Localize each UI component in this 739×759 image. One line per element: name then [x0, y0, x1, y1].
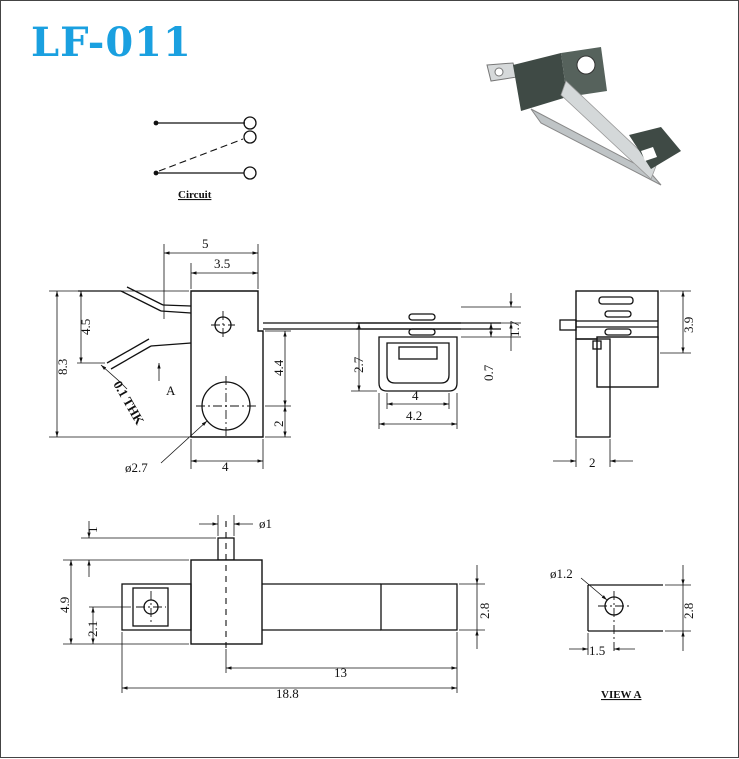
middle-view — [356, 313, 501, 392]
side-view-dimensions — [553, 290, 691, 467]
dim-2-7: 2.7 — [351, 356, 366, 373]
circuit-symbol — [153, 116, 257, 180]
dim-phi-1-2: ø1.2 — [550, 566, 573, 581]
side-view — [559, 290, 659, 438]
circuit-label: Circuit — [178, 189, 212, 201]
render-block-left — [513, 53, 567, 111]
front-view — [121, 521, 458, 649]
dim-4-middle: 4 — [412, 388, 419, 403]
dim-8-3: 8.3 — [55, 359, 70, 375]
view-a-dimensions — [569, 565, 691, 655]
dim-phi-2-7: ø2.7 — [125, 460, 148, 475]
product-render — [486, 47, 681, 186]
top-view-dimensions — [49, 244, 291, 469]
view-a — [587, 584, 663, 651]
dim-13: 13 — [334, 665, 347, 680]
dim-18-8: 18.8 — [276, 686, 299, 701]
dim-2-1: 2.1 — [85, 621, 100, 637]
dim-thickness: 0.1 THK — [110, 378, 148, 428]
dim-4-5: 4.5 — [78, 319, 93, 335]
dim-2-8-view-a: 2.8 — [681, 603, 696, 619]
dim-3-5: 3.5 — [214, 256, 230, 271]
render-block-right — [629, 127, 681, 169]
view-a-arrow-label: A — [166, 383, 176, 398]
dim-3-9: 3.9 — [681, 317, 696, 333]
dim-1: 1 — [85, 527, 100, 534]
middle-view-dimensions — [351, 293, 521, 429]
dim-4-4: 4.4 — [271, 359, 286, 376]
dim-1-7: 1.7 — [507, 320, 522, 337]
dim-2-8-front: 2.8 — [477, 603, 492, 619]
dim-2-side: 2 — [589, 455, 596, 470]
render-contact-blade — [530, 108, 662, 186]
dim-5: 5 — [202, 236, 209, 251]
front-view-dimensions — [63, 515, 485, 693]
dim-4-9: 4.9 — [57, 597, 72, 613]
dim-phi-1: ø1 — [259, 516, 272, 531]
view-a-label: VIEW A — [601, 689, 642, 701]
part-number-title: LF-011 — [31, 19, 192, 66]
dim-0-7: 0.7 — [481, 364, 496, 381]
dim-4-2: 4.2 — [406, 408, 422, 423]
dim-4-top: 4 — [222, 459, 229, 474]
dim-2-top: 2 — [271, 421, 286, 428]
dim-1-5: 1.5 — [589, 643, 605, 658]
